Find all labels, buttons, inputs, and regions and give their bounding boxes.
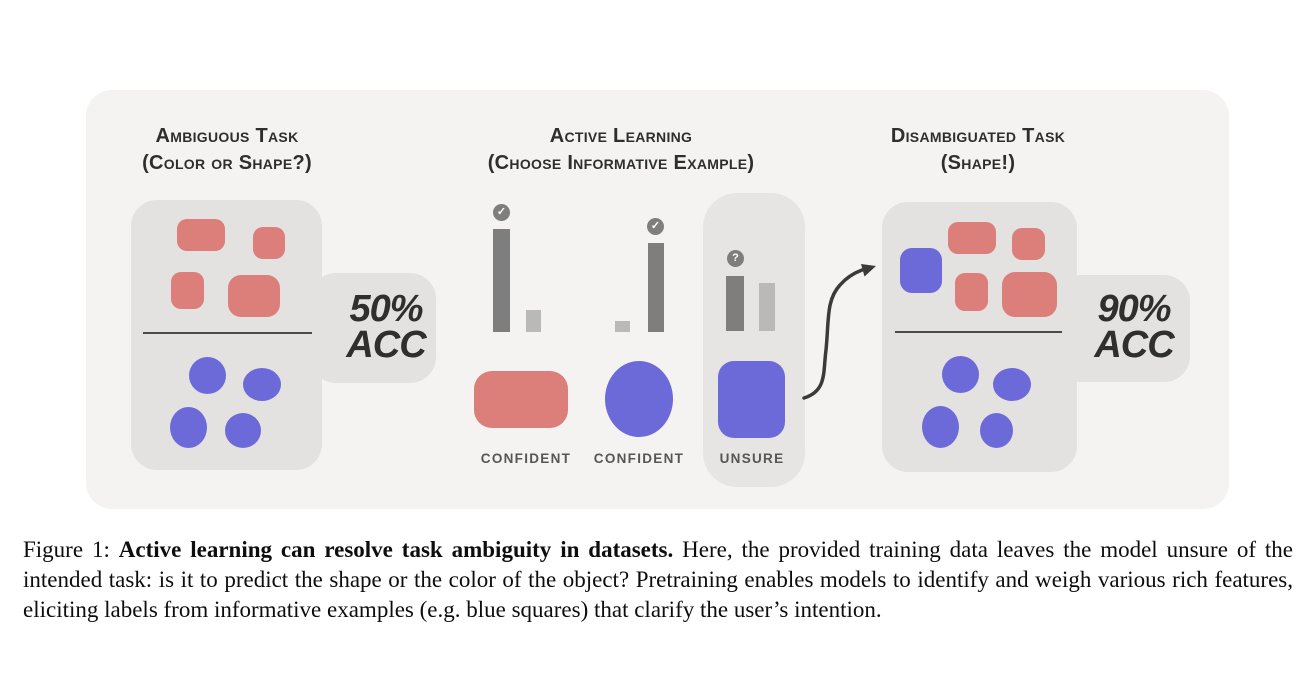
left-panel-title: Ambiguous Task (Color or Shape?) [97,123,357,177]
confidence-bar-dark [726,276,744,331]
confidence-label: UNSURE [719,451,785,466]
red-rounded-rect [171,272,204,309]
right-accuracy-tab [1055,275,1190,382]
confidence-bar-light [615,321,630,332]
red-rounded-rect [253,227,285,259]
blue-rounded-square [900,248,942,293]
left-accuracy-label: 50% ACC [336,288,436,366]
caption-body: Here, the provided training data leaves … [23,537,1293,622]
blue-circle [993,368,1031,401]
left-panel-title-line1: Ambiguous Task [155,125,299,147]
middle-panel-title-line1: Active Learning [549,125,693,147]
unsure-highlight-card [703,193,805,487]
left-accuracy-value: 50% [349,288,423,330]
question-icon: ? [727,250,744,267]
caption-prefix: Figure 1: [23,537,119,562]
right-panel-title-line2: (Shape!) [940,152,1016,174]
check-icon: ✓ [493,204,510,221]
middle-panel-title: Active Learning (Choose Informative Exam… [441,123,801,177]
confidence-bar-dark [493,229,510,332]
blue-circle [189,357,226,394]
left-panel-title-line2: (Color or Shape?) [142,152,312,174]
check-icon: ✓ [647,218,664,235]
confidence-label: CONFIDENT [480,451,572,466]
red-rounded-rect [955,273,988,311]
blue-circle [605,361,673,437]
red-rounded-rect [948,222,996,254]
blue-rounded-square [718,361,785,438]
confidence-bar-light [526,310,541,332]
left-accuracy-tab [310,273,436,383]
blue-circle [980,413,1013,448]
confidence-bar-light [759,283,775,331]
right-panel-title-line1: Disambiguated Task [890,125,1066,147]
divider-line [895,331,1062,333]
middle-panel-title-line2: (Choose Informative Example) [487,152,755,174]
confidence-label: CONFIDENT [593,451,685,466]
left-accuracy-unit: ACC [346,324,426,366]
red-rounded-rect [1002,272,1057,317]
red-rounded-rect [177,219,225,251]
blue-circle [243,368,281,401]
divider-line [143,332,312,334]
caption-bold: Active learning can resolve task ambigui… [118,537,674,562]
blue-circle [942,356,979,393]
confidence-bar-dark [648,243,664,332]
blue-circle [170,407,207,448]
blue-circle [225,413,261,448]
blue-circle [922,406,959,448]
red-rounded-rect [474,371,568,428]
right-accuracy-value: 90% [1097,288,1171,330]
red-rounded-rect [228,275,280,317]
right-accuracy-unit: ACC [1094,324,1174,366]
red-rounded-rect [1012,228,1045,260]
right-accuracy-label: 90% ACC [1086,288,1182,366]
right-panel-title: Disambiguated Task (Shape!) [828,123,1128,177]
figure-caption: Figure 1: Active learning can resolve ta… [23,535,1293,625]
